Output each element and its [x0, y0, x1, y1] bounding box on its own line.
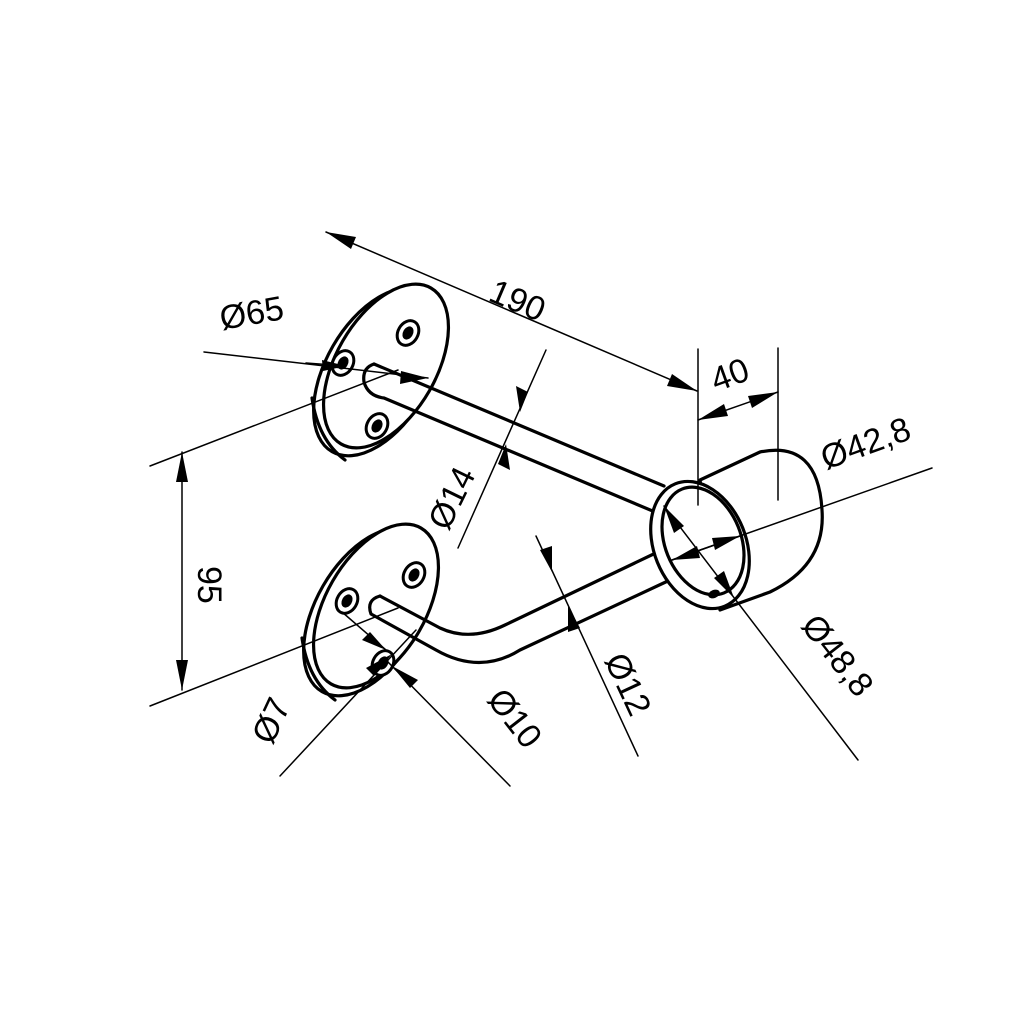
upper-rod: [362, 362, 676, 522]
screw-hole-label: Ø7: [245, 692, 299, 749]
cup-screw-hole: [708, 589, 720, 599]
upper-plate-hole-top: [395, 319, 421, 347]
lower-rod: [368, 548, 672, 665]
upper-rod-diameter-label: Ø14: [421, 461, 483, 535]
upper-plate-hole-bottom: [364, 412, 390, 440]
upper-wall-plate: [310, 282, 451, 462]
lower-rod-diameter-dimension: Ø12: [535, 535, 659, 757]
lower-rod-diameter-label: Ø12: [597, 647, 659, 721]
cup-depth-label: 40: [706, 351, 755, 400]
lower-plate-hole-left: [334, 587, 360, 615]
plate-diameter-label: Ø65: [217, 289, 287, 338]
countersink-dimension: Ø10: [385, 659, 550, 787]
cup-outer-diameter-label: Ø48,8: [794, 608, 881, 704]
height-label: 95: [190, 566, 228, 604]
upper-rod-diameter-dimension: Ø14: [421, 349, 547, 549]
handrail-cup: [649, 448, 824, 612]
lower-plate-hole-top: [401, 561, 427, 589]
countersink-label: Ø10: [480, 682, 550, 756]
length-label: 190: [484, 272, 551, 329]
cup-inner-diameter-label: Ø42,8: [816, 410, 916, 477]
lower-wall-plate: [300, 522, 441, 702]
